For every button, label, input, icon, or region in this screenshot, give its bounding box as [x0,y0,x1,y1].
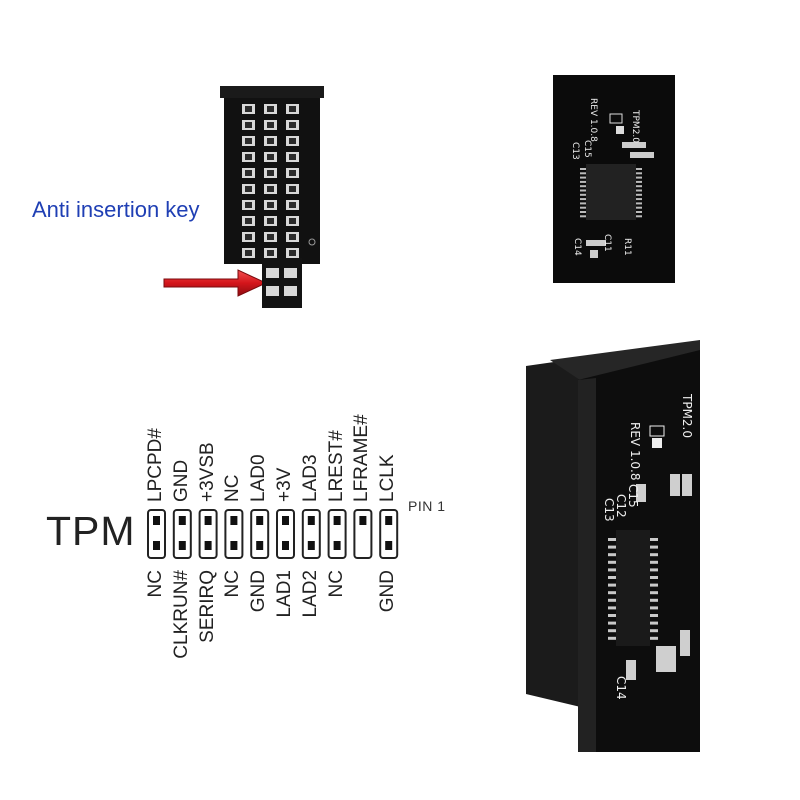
pin-bottom-1 [153,541,160,550]
top-pin-label: +3V [274,467,295,502]
pin-bottom-6 [282,541,289,550]
top-pin-label: LFRAME# [351,414,373,502]
pin-column-9 [353,509,373,559]
pin-bottom-10 [385,541,393,550]
top-pin-label: +3VSB [196,442,218,502]
large-c15-text: C15 [626,484,640,508]
top-pin-label: NC [222,474,244,502]
pin1-label: PIN 1 [408,498,446,514]
small-r11-text: R11 [622,238,632,256]
pin-top-9 [359,516,367,525]
pin-top-1 [153,516,160,525]
pin-column-10 [379,509,399,559]
large-c14-text: C14 [614,676,628,700]
bottom-pin-label: GND [377,570,399,613]
pin-header-diagram [147,509,399,559]
large-c12-text: C12 [614,494,628,518]
pin-column-8 [327,509,347,559]
pin-top-6 [282,516,289,525]
top-pin-label: LAD3 [299,454,321,502]
pin-column-3 [198,509,218,559]
bottom-pin-label: CLKRUN# [170,570,192,659]
top-pin-label: LAD0 [248,454,270,502]
pin-top-8 [333,516,341,525]
top-pin-label: LPCPD# [145,428,166,502]
small-rev-text: REV 1.0.8 [588,98,598,142]
bottom-pin-label: LAD1 [274,570,295,618]
pin-bottom-2 [178,541,186,550]
bottom-pin-label: LAD2 [299,570,321,618]
bottom-pin-label: NC [145,570,166,598]
top-pin-label: GND [170,459,192,502]
small-c14-text: C14 [572,238,582,256]
pin-top-5 [256,516,264,525]
pin-column-2 [172,509,192,559]
pin-top-3 [204,516,212,525]
small-c11-text: C11 [602,234,612,252]
large-model-text: TPM2.0 [680,394,694,439]
arrow-icon [163,269,268,297]
top-pin-label: LREST# [325,430,347,502]
anti-insertion-label: Anti insertion key [32,197,200,222]
bottom-pin-label: GND [248,570,270,613]
small-c13-text: C13 [570,142,580,160]
tpm-module-large [526,340,700,752]
pin-bottom-8 [333,541,341,550]
small-model-text: TPM2.0 [630,110,640,144]
bottom-pin-label: SERIRQ [196,570,218,643]
pin-bottom-7 [307,541,315,550]
pin-top-4 [230,516,238,525]
pin-column-6 [276,509,295,559]
pin-top-7 [307,516,315,525]
pin-top-10 [385,516,393,525]
pin-bottom-5 [256,541,264,550]
pin-column-7 [301,509,321,559]
top-pin-label: LCLK [377,454,399,502]
pin-bottom-3 [204,541,212,550]
pin-column-5 [250,509,270,559]
tpm-header-connector [220,86,324,308]
tpm-title: TPM [46,508,136,554]
bottom-pin-label: NC [222,570,244,598]
pin-top-2 [178,516,186,525]
large-c13-text: C13 [602,498,616,522]
bottom-pin-label: NC [325,570,347,598]
large-rev-text: REV 1.0.8 [628,422,642,481]
pin-column-4 [224,509,244,559]
pin-column-1 [147,509,166,559]
tpm-board-small [553,75,675,283]
small-c15-text: C15 [582,140,592,158]
pin-bottom-4 [230,541,238,550]
